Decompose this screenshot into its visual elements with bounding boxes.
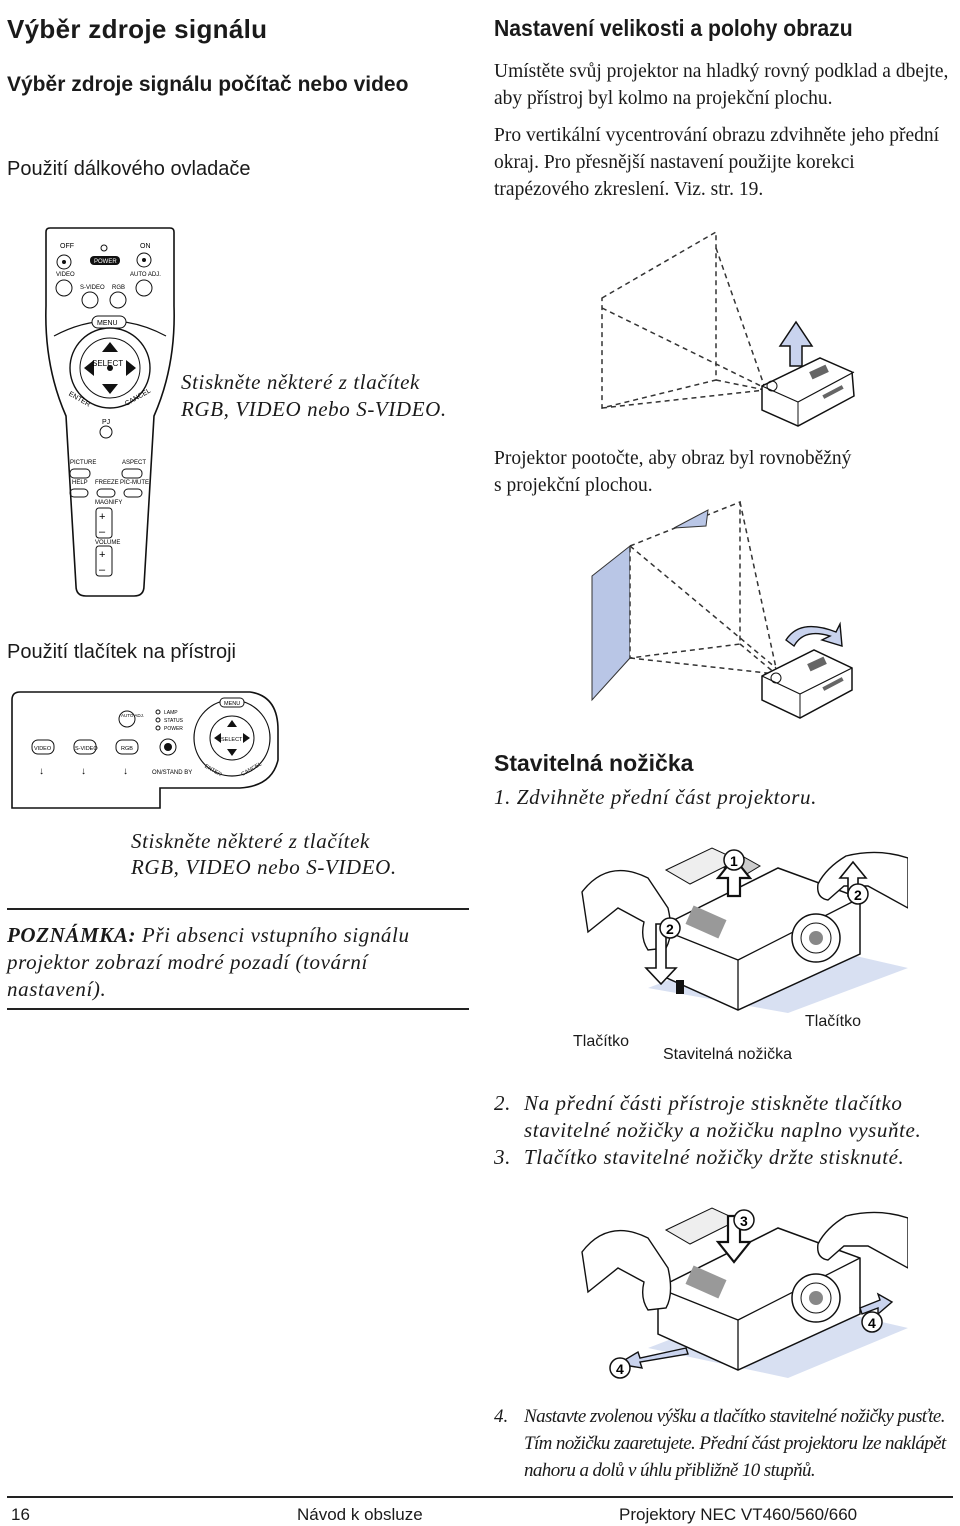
remote-off-label: OFF <box>60 243 74 250</box>
remote-heading: Použití dálkového ovladače <box>7 158 251 180</box>
step-2-number: 2. <box>494 1091 511 1115</box>
device-caption-line2: RGB, VIDEO nebo S-VIDEO. <box>131 855 397 879</box>
projection-diagram-tilt <box>601 230 855 427</box>
projection-diagram-rotate <box>591 500 853 719</box>
panel-onstandby-label: ON/STAND BY <box>152 770 192 776</box>
device-caption-line1: Stiskněte některé z tlačítek <box>131 829 370 853</box>
remote-select-label: SELECT <box>92 359 123 368</box>
foot-raise-illustration: 1 2 2 <box>581 847 908 1013</box>
panel-svideo-label: S-VIDEO <box>75 746 98 752</box>
foot-heading: Stavitelná nožička <box>494 750 694 776</box>
label-button-left: Tlačítko <box>573 1033 630 1050</box>
step-1: 1. Zdvihněte přední část projektoru. <box>494 785 817 809</box>
panel-lamp-label: LAMP <box>164 710 178 716</box>
paragraph-placement: Umístěte svůj projektor na hladký rovný … <box>494 61 949 109</box>
footer-manual-title: Návod k obsluze <box>297 1505 423 1524</box>
remote-picmute-label: PIC-MUTE <box>120 480 149 486</box>
remote-volume-minus: – <box>99 564 106 576</box>
callout-1: 1 <box>730 853 738 869</box>
panel-select-label: SELECT <box>221 737 243 743</box>
remote-volume-plus: + <box>99 549 105 561</box>
svg-text:↓: ↓ <box>81 766 86 777</box>
page-number: 16 <box>11 1505 30 1524</box>
panel-autoadj-label: AUTO ADJ. <box>121 713 144 718</box>
svg-text:↓: ↓ <box>123 766 128 777</box>
note-rule-top <box>7 908 469 910</box>
note-rule-bottom <box>7 1008 469 1010</box>
remote-magnify-label: MAGNIFY <box>95 500 122 506</box>
callout-2-right: 2 <box>854 887 862 903</box>
remote-video-label: VIDEO <box>56 272 75 278</box>
panel-power-label: POWER <box>164 726 183 732</box>
label-button-right: Tlačítko <box>805 1013 862 1030</box>
callout-4-left: 4 <box>616 1361 624 1377</box>
remote-help-label: HELP <box>72 480 88 486</box>
callout-2-left: 2 <box>666 921 674 937</box>
paragraph-vertical: Pro vertikální vycentrování obrazu zdvih… <box>494 125 940 200</box>
remote-autoadj-label: AUTO ADJ. <box>130 272 161 278</box>
foot-lock-illustration: 3 4 4 <box>581 1207 908 1379</box>
remote-caption-line2: RGB, VIDEO nebo S-VIDEO. <box>181 397 447 421</box>
remote-menu-label: MENU <box>97 320 118 327</box>
panel-status-label: STATUS <box>164 718 184 724</box>
remote-rgb-label: RGB <box>112 285 125 291</box>
panel-rgb-label: RGB <box>121 746 133 752</box>
callout-4-right: 4 <box>868 1315 876 1331</box>
remote-on-label: ON <box>140 243 151 250</box>
remote-magnify-plus: + <box>99 511 105 523</box>
step-4: Nastavte zvolenou výšku a tlačítko stavi… <box>524 1406 946 1481</box>
section-heading: Nastavení velikosti a polohy obrazu <box>494 15 853 41</box>
note-label: POZNÁMKA: <box>7 923 137 947</box>
paragraph-rotate-line1: Projektor pootočte, aby obraz byl rovnob… <box>494 448 852 469</box>
panel-video-label: VIDEO <box>34 746 52 752</box>
page-title: Výběr zdroje signálu <box>7 14 268 44</box>
control-panel-illustration: VIDEO S-VIDEO RGB ↓ ↓ ↓ AUTO ADJ. LAMP STA… <box>11 691 279 809</box>
remote-picture-label: PICTURE <box>70 460 96 466</box>
remote-svideo-label: S-VIDEO <box>80 285 105 291</box>
footer-rule <box>7 1496 953 1498</box>
remote-freeze-label: FREEZE <box>95 480 119 486</box>
step-3-number: 3. <box>494 1145 511 1169</box>
remote-aspect-label: ASPECT <box>122 460 146 466</box>
footer-product: Projektory NEC VT460/560/660 <box>619 1505 858 1524</box>
panel-menu-label: MENU <box>224 701 240 707</box>
svg-text:↓: ↓ <box>39 766 44 777</box>
label-adjustable-foot: Stavitelná nožička <box>663 1046 792 1063</box>
step-2: Na přední části přístroje stiskněte tlač… <box>524 1091 922 1142</box>
note-body: Při absenci vstupního signálu projektor … <box>7 923 410 1001</box>
section-title: Výběr zdroje signálu počítač nebo video <box>7 73 409 96</box>
note-text: POZNÁMKA: Při absenci vstupního signálu … <box>7 922 462 1003</box>
remote-caption-line1: Stiskněte některé z tlačítek <box>181 370 420 394</box>
remote-pj-label: PJ <box>102 419 110 426</box>
step-3: Tlačítko stavitelné nožičky držte stiskn… <box>524 1145 905 1169</box>
remote-volume-label: VOLUME <box>95 540 120 546</box>
paragraph-rotate-line2: s projekční plochou. <box>494 475 653 496</box>
remote-power-label: POWER <box>94 259 117 265</box>
step-4-number: 4. <box>494 1406 509 1427</box>
device-heading: Použití tlačítek na přístroji <box>7 641 236 663</box>
callout-3: 3 <box>740 1213 748 1229</box>
remote-control-illustration: OFF ON POWER VIDEO AUTO ADJ. S-VIDEO RGB… <box>45 227 175 597</box>
remote-magnify-minus: – <box>99 526 106 538</box>
